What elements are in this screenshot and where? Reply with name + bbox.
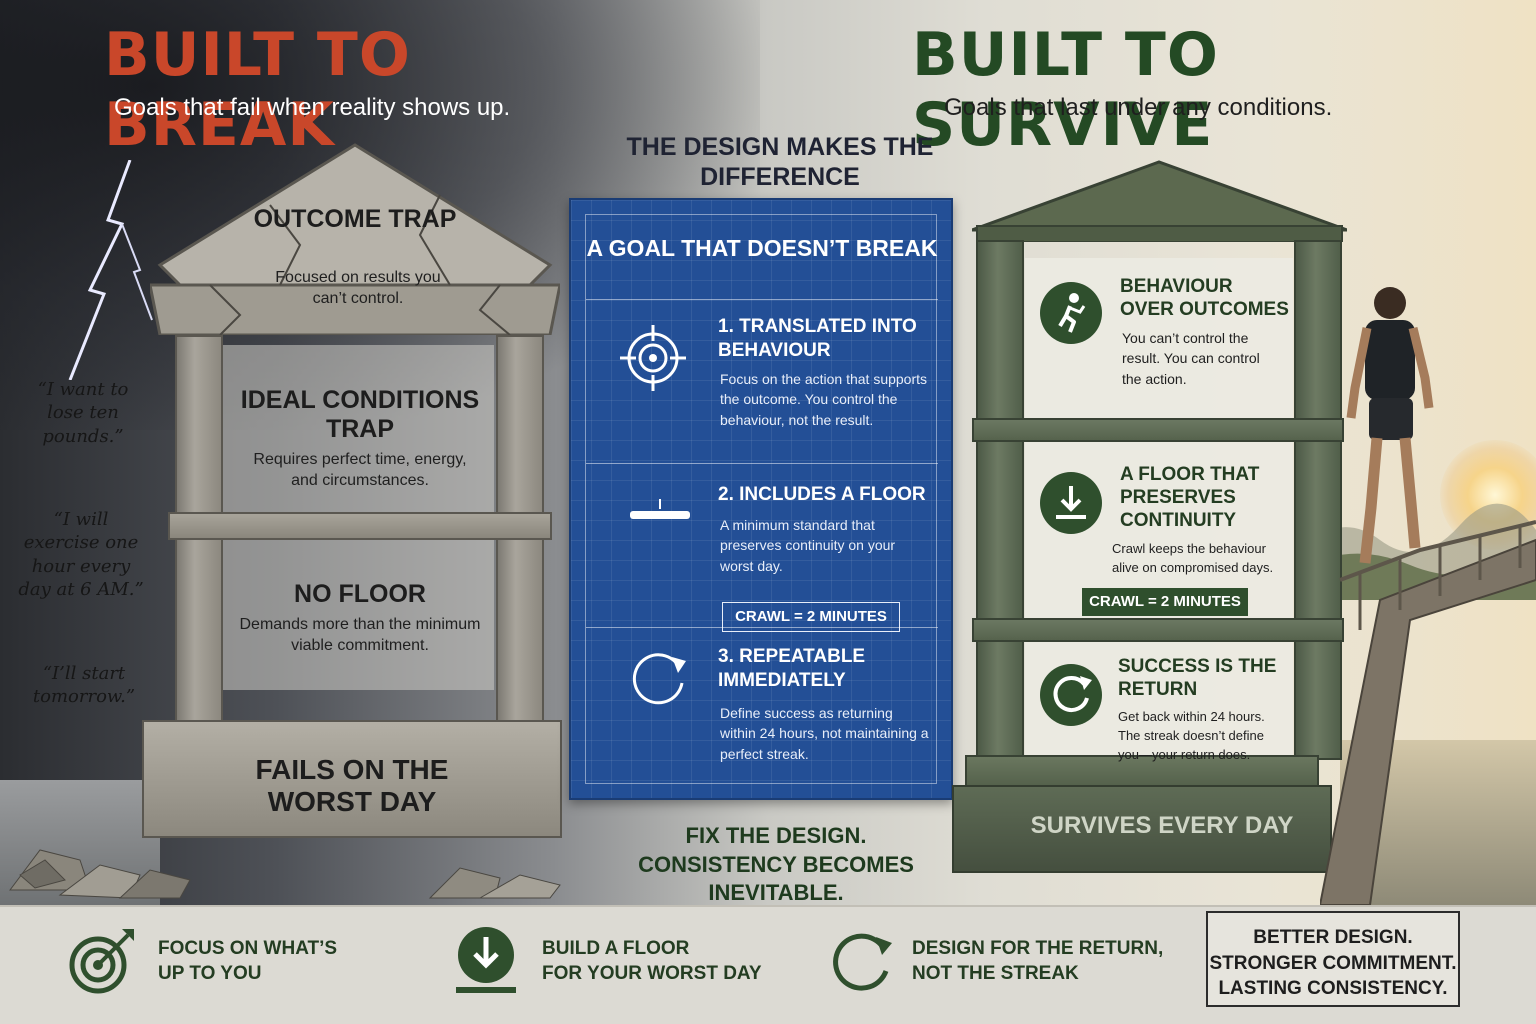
survive-subheadline: Goals that last under any conditions. <box>944 94 1333 121</box>
fails-worst-day-label: FAILS ON THE WORST DAY <box>255 754 449 818</box>
bridge <box>1320 520 1536 905</box>
ruin-middle-beam <box>168 512 552 540</box>
footer-focus-text: FOCUS ON WHAT’S UP TO YOU <box>158 937 378 986</box>
temple-pediment <box>972 160 1347 242</box>
temple-crawl-badge: CRAWL = 2 MINUTES <box>1082 588 1248 616</box>
quote-start-tomorrow: “I’ll start tomorrow.” <box>32 663 136 708</box>
survive-headline: BUILT TO SURVIVE <box>912 20 1219 160</box>
ruin-panel-upper <box>222 345 494 515</box>
footer-floor-line-1: BUILD A FLOOR <box>542 938 690 959</box>
footer-focus-line-1: FOCUS ON WHAT’S <box>158 938 338 959</box>
refresh-cycle-icon <box>1040 664 1102 726</box>
ideal-conditions-trap-title: IDEAL CONDITIONS TRAP <box>240 386 480 443</box>
blueprint-divider <box>586 627 938 628</box>
success-return-text: Get back within 24 hours. The streak doe… <box>1118 709 1265 762</box>
repeatable-text: Define success as returning within 24 ho… <box>720 705 929 762</box>
download-arrow-icon <box>456 927 516 993</box>
outcome-trap-text: Focused on results you can’t control. <box>275 269 441 307</box>
break-subheadline: Goals that fail when reality shows up. <box>114 94 511 121</box>
target-arrow-icon <box>69 929 134 994</box>
quote-exercise: “I will exercise one hour every day at 6… <box>18 509 144 601</box>
temple-column-right <box>1294 240 1342 760</box>
includes-floor-title: 2. INCLUDES A FLOOR <box>718 484 926 505</box>
footer-bar: FOCUS ON WHAT’S UP TO YOU BUILD A FLOOR … <box>0 905 1536 1024</box>
temple-beam-lower <box>972 618 1344 642</box>
blueprint-title: A GOAL THAT DOESN’T BREAK <box>586 235 938 261</box>
behaviour-over-outcomes-title: BEHAVIOUR OVER OUTCOMES <box>1120 276 1289 320</box>
translated-behaviour-title: 1. TRANSLATED INTO BEHAVIOUR <box>718 316 917 361</box>
footer-return-line-1: DESIGN FOR THE RETURN, <box>912 938 1164 959</box>
blueprint-divider <box>586 463 938 464</box>
outcome-trap-title: OUTCOME TRAP <box>253 205 457 233</box>
no-floor-title: NO FLOOR <box>294 580 426 608</box>
rubble-pile <box>9 849 561 899</box>
blueprint-frame: A GOAL THAT DOESN’T BREAK 1. TRANSLATED … <box>585 214 938 784</box>
summary-box: BETTER DESIGN. STRONGER COMMITMENT. LAST… <box>1206 911 1460 1007</box>
tagline-line-1: FIX THE DESIGN. <box>685 823 867 848</box>
temple-column-left <box>976 240 1024 760</box>
includes-floor-text: A minimum standard that preserves contin… <box>720 517 896 574</box>
refresh-cycle-icon <box>833 933 892 991</box>
blueprint-card: A GOAL THAT DOESN’T BREAK 1. TRANSLATED … <box>569 198 953 800</box>
break-headline: BUILT TO BREAK <box>104 20 411 160</box>
floor-continuity-text: Crawl keeps the behaviour alive on compr… <box>1112 541 1274 575</box>
temple-base <box>952 785 1332 873</box>
floor-continuity-title: A FLOOR THAT PRESERVES CONTINUITY <box>1120 464 1260 531</box>
floor-line-icon <box>630 499 690 519</box>
survives-every-day-label: SURVIVES EVERY DAY <box>1030 812 1294 839</box>
refresh-cycle-icon <box>632 653 686 705</box>
download-arrow-icon <box>1040 472 1102 534</box>
broken-pediment <box>150 143 560 335</box>
design-difference-heading: THE DESIGN MAKES THE DIFFERENCE <box>626 133 934 191</box>
footer-floor-line-2: FOR YOUR WORST DAY <box>542 962 762 984</box>
tagline-line-2: CONSISTENCY BECOMES INEVITABLE. <box>638 851 914 906</box>
repeatable-title: 3. REPEATABLE IMMEDIATELY <box>718 646 866 691</box>
translated-behaviour-text: Focus on the action that supports the ou… <box>720 371 928 428</box>
success-return-title: SUCCESS IS THE RETURN <box>1118 656 1277 700</box>
blueprint-divider <box>586 299 938 300</box>
walking-person <box>1346 287 1434 564</box>
summary-line-1: BETTER DESIGN. <box>1253 927 1413 948</box>
footer-focus-line-2: UP TO YOU <box>158 962 262 984</box>
target-crosshair-icon <box>620 325 686 391</box>
ideal-conditions-trap-text: Requires perfect time, energy, and circu… <box>253 451 467 489</box>
fix-design-tagline: FIX THE DESIGN. CONSISTENCY BECOMES INEV… <box>596 822 956 908</box>
ruin-base <box>142 720 562 838</box>
footer-return-text: DESIGN FOR THE RETURN, NOT THE STREAK <box>912 937 1172 986</box>
lightning-bolt <box>68 160 153 380</box>
running-person-icon <box>1040 282 1102 344</box>
no-floor-text: Demands more than the minimum viable com… <box>239 616 481 654</box>
summary-box-text: BETTER DESIGN. STRONGER COMMITMENT. LAST… <box>1208 925 1458 1002</box>
behaviour-over-outcomes-text: You can’t control the result. You can co… <box>1122 330 1260 387</box>
footer-return-line-2: NOT THE STREAK <box>912 962 1079 984</box>
summary-line-3: LASTING CONSISTENCY. <box>1218 978 1448 1000</box>
summary-line-2: STRONGER COMMITMENT. <box>1209 952 1457 974</box>
blueprint-crawl-badge: CRAWL = 2 MINUTES <box>722 602 900 632</box>
temple-beam-upper <box>972 418 1344 442</box>
quote-lose-weight: “I want to lose ten pounds.” <box>37 379 129 447</box>
ruin-panel-lower <box>222 540 494 690</box>
footer-floor-text: BUILD A FLOOR FOR YOUR WORST DAY <box>542 937 782 986</box>
